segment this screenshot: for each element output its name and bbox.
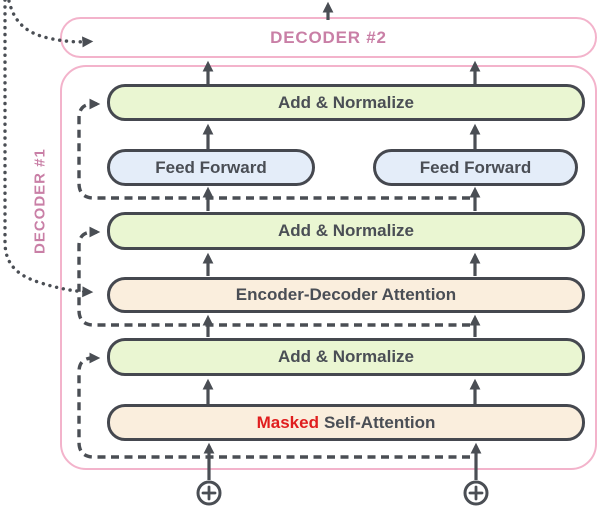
feed-forward-layer-left: Feed Forward (107, 149, 315, 186)
add-normalize-top-label: Add & Normalize (277, 92, 415, 112)
self-attention-label: Self-Attention (323, 412, 436, 432)
add-normalize-layer-bottom: Add & Normalize (107, 338, 585, 376)
masked-word-label: Masked (256, 412, 319, 432)
decoder-1-label: DECODER #1 (31, 148, 49, 254)
add-normalize-layer-top: Add & Normalize (107, 84, 585, 121)
feed-forward-left-label: Feed Forward (155, 157, 267, 177)
add-normalize-layer-middle: Add & Normalize (107, 212, 585, 250)
encoder-decoder-attention-layer: Encoder-Decoder Attention (107, 277, 585, 313)
encoder-decoder-attention-label: Encoder-Decoder Attention (235, 285, 457, 304)
feed-forward-layer-right: Feed Forward (373, 149, 578, 186)
add-circle-icon (463, 480, 489, 506)
add-normalize-bottom-label: Add & Normalize (277, 347, 415, 366)
feed-forward-right-label: Feed Forward (419, 157, 532, 177)
add-normalize-middle-label: Add & Normalize (277, 221, 415, 240)
decoder-2-block: DECODER #2 (60, 17, 597, 58)
masked-self-attention-layer: Masked Self-Attention (107, 404, 585, 441)
add-circle-icon (196, 480, 222, 506)
decoder-2-label: DECODER #2 (270, 27, 387, 47)
